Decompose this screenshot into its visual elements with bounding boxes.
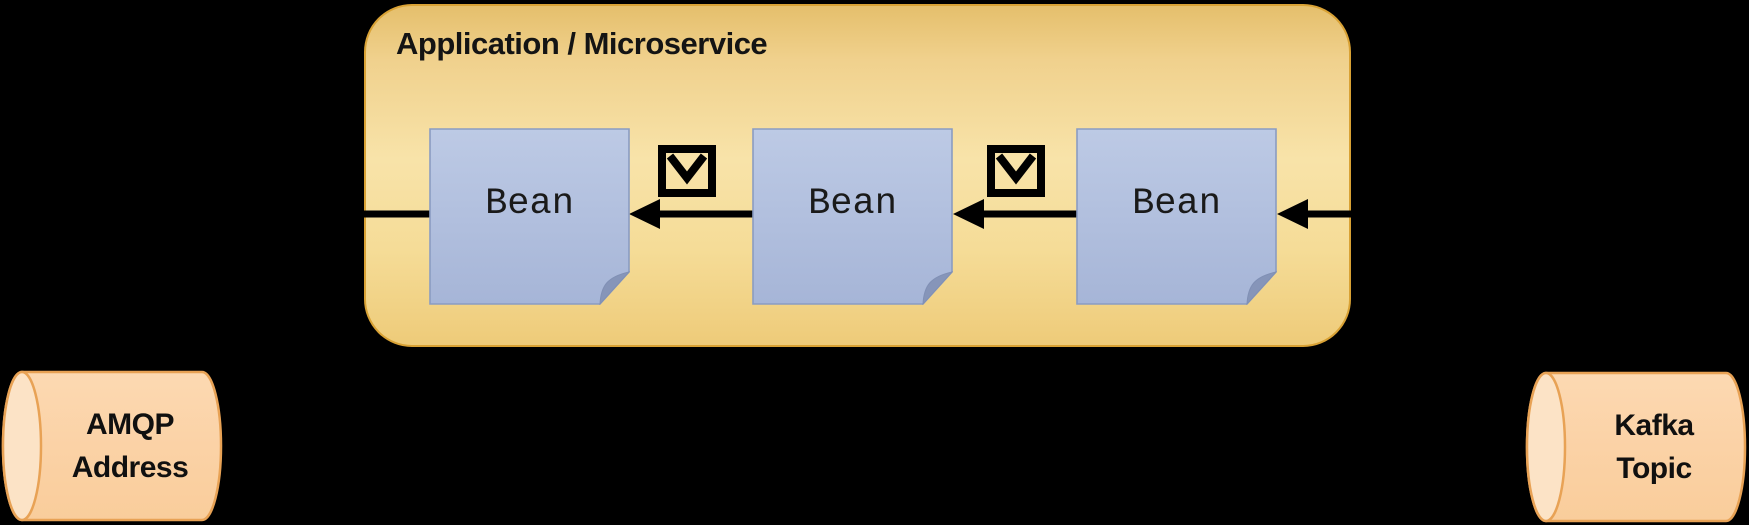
- note-shape: [1076, 128, 1277, 305]
- bean-label: Bean: [808, 182, 897, 225]
- kafka-topic-label: Kafka Topic: [1525, 371, 1747, 523]
- bean-node-3: Bean: [1076, 128, 1277, 305]
- envelope-icon: [987, 145, 1045, 197]
- cylinder-shape: [1525, 371, 1747, 523]
- bean-node-1: Bean: [429, 128, 630, 305]
- label-line: Kafka: [1614, 409, 1694, 442]
- amqp-address-cylinder: AMQP Address: [1, 370, 223, 522]
- label-line: Address: [71, 451, 189, 484]
- label-line: Topic: [1616, 452, 1692, 485]
- note-shape: [429, 128, 630, 305]
- note-shape: [752, 128, 953, 305]
- application-title: Application / Microservice: [396, 26, 768, 61]
- bean-node-2: Bean: [752, 128, 953, 305]
- label-line: AMQP: [86, 408, 175, 441]
- bean-label: Bean: [1132, 182, 1221, 225]
- envelope-icon: [658, 145, 716, 197]
- bean-label: Bean: [485, 182, 574, 225]
- kafka-topic-cylinder: Kafka Topic: [1525, 371, 1747, 523]
- amqp-address-label: AMQP Address: [1, 370, 223, 522]
- cylinder-shape: [1, 370, 223, 522]
